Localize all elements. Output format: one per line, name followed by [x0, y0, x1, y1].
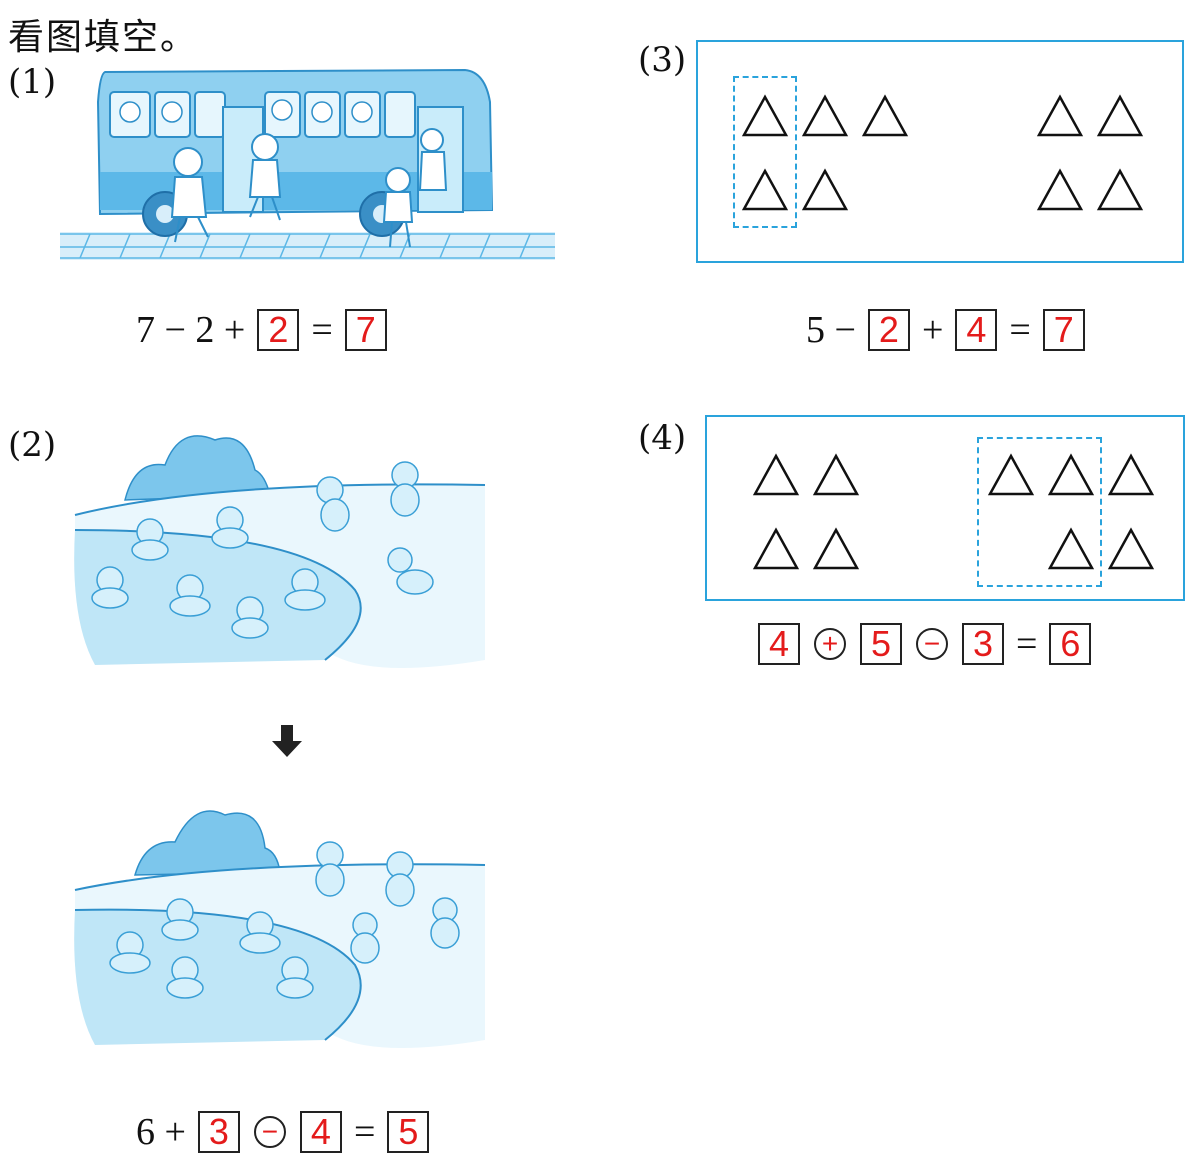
- ducks-pond-illustration-after: [74, 810, 486, 1048]
- q1-equals: =: [311, 309, 333, 351]
- q1-prefix: 7 − 2 +: [136, 309, 246, 351]
- q4-answer-box-3[interactable]: 3: [962, 623, 1004, 665]
- q4-dashed-selection: [977, 437, 1102, 587]
- question-1-label: (1): [8, 62, 57, 102]
- q2-operator-circle[interactable]: −: [253, 1116, 286, 1148]
- question-2-label: (2): [8, 425, 57, 465]
- q2-answer-box-2[interactable]: 4: [299, 1111, 342, 1153]
- q2-answer-box-1[interactable]: 3: [197, 1111, 240, 1153]
- q4-triangle: [1047, 527, 1095, 570]
- q3-dashed-selection: [733, 76, 797, 228]
- q2-prefix: 6 +: [136, 1111, 186, 1153]
- q4-triangle: [1107, 527, 1155, 570]
- q3-answer-box-result[interactable]: 7: [1042, 309, 1085, 351]
- q3-triangle: [801, 94, 849, 137]
- q4-operator-circle-2[interactable]: −: [916, 628, 948, 660]
- question-4-label: (4): [638, 418, 687, 458]
- q3-triangle: [1096, 168, 1144, 211]
- question-4-triangle-panel: [705, 415, 1185, 601]
- q4-answer-box-2[interactable]: 5: [860, 623, 902, 665]
- page-title: 看图填空。: [8, 17, 199, 58]
- q3-equals: =: [1009, 309, 1031, 351]
- question-4-equation: 4 + 5 − 3 = 6: [752, 622, 1097, 666]
- q2-equals: =: [353, 1111, 376, 1153]
- q4-answer-box-result[interactable]: 6: [1049, 623, 1092, 665]
- q3-triangle: [861, 94, 909, 137]
- q3-plus: +: [921, 309, 944, 351]
- q3-answer-box-2[interactable]: 4: [955, 309, 998, 351]
- question-3-equation: 5 − 2 + 4 = 7: [800, 308, 1091, 352]
- q3-answer-box-1[interactable]: 2: [867, 309, 910, 351]
- q3-triangle: [1036, 94, 1084, 137]
- q4-triangle: [987, 453, 1035, 496]
- q4-triangle: [752, 527, 800, 570]
- question-1-equation: 7 − 2 + 2 = 7: [130, 308, 393, 352]
- q4-operator-circle-1[interactable]: +: [814, 628, 846, 660]
- bus-illustration: [60, 68, 555, 260]
- q4-triangle: [1107, 453, 1155, 496]
- down-arrow-icon: [270, 725, 304, 763]
- q4-equals: =: [1016, 623, 1038, 665]
- q4-answer-box-1[interactable]: 4: [758, 623, 800, 665]
- question-2-equation: 6 + 3 − 4 = 5: [130, 1110, 435, 1154]
- q1-answer-box-1[interactable]: 2: [257, 309, 300, 351]
- q3-triangle: [801, 168, 849, 211]
- ducks-pond-illustration-before: [74, 435, 486, 668]
- question-3-label: (3): [638, 40, 687, 80]
- q3-triangle: [1036, 168, 1084, 211]
- q4-triangle: [812, 453, 860, 496]
- q3-prefix: 5 −: [806, 309, 856, 351]
- q2-answer-box-result[interactable]: 5: [387, 1111, 430, 1153]
- q3-triangle: [741, 168, 789, 211]
- q3-triangle: [741, 94, 789, 137]
- q4-triangle: [1047, 453, 1095, 496]
- q4-triangle: [752, 453, 800, 496]
- q3-triangle: [1096, 94, 1144, 137]
- q4-triangle: [812, 527, 860, 570]
- q1-answer-box-result[interactable]: 7: [344, 309, 387, 351]
- question-3-triangle-panel: [696, 40, 1184, 263]
